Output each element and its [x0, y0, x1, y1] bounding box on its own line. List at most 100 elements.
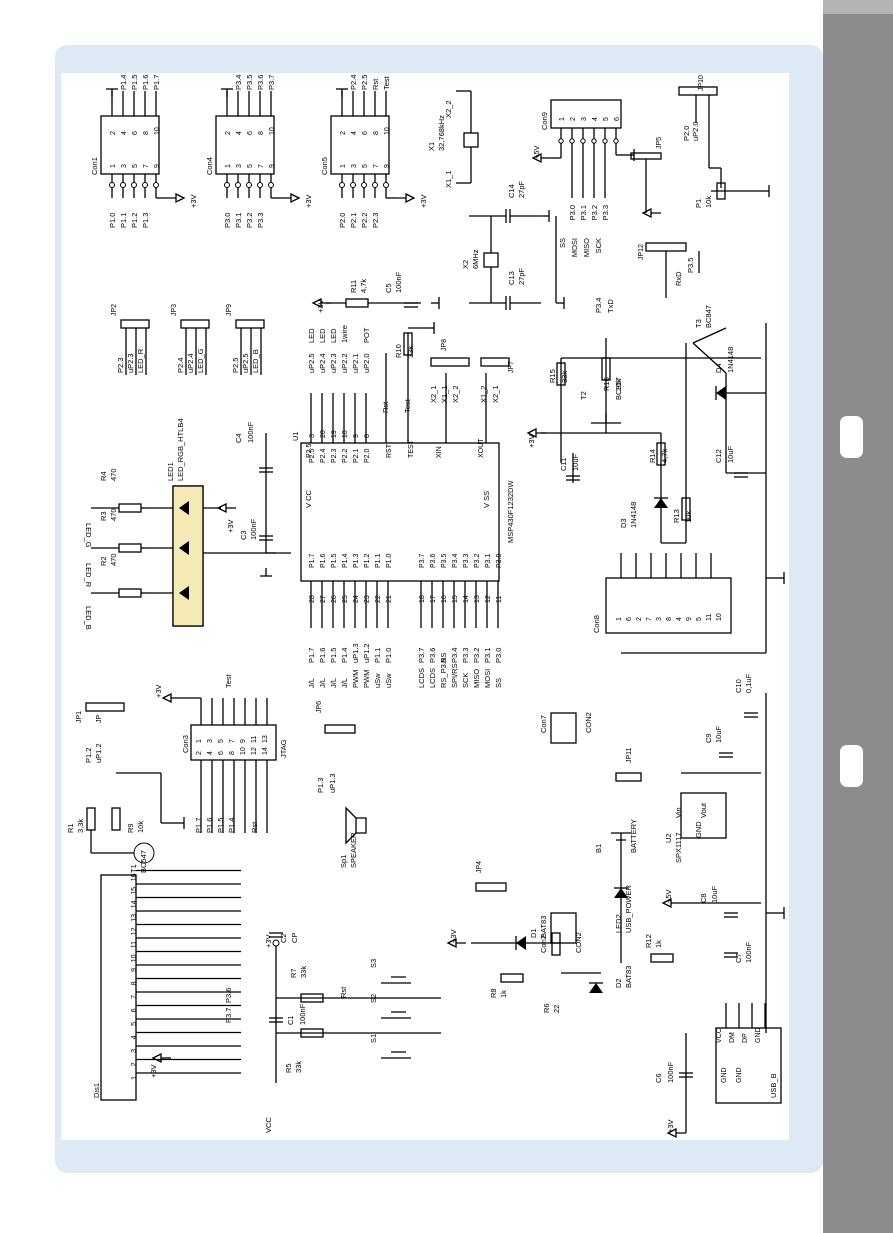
wire — [692, 327, 727, 344]
schematic-label: uP1.2 — [94, 743, 103, 763]
schematic-label: T3 — [694, 319, 703, 328]
schematic-label: 5 — [362, 164, 369, 168]
schematic-label: 9 — [384, 164, 391, 168]
schematic-label: P1.6 — [318, 648, 327, 663]
sidebar-tab-lower[interactable] — [840, 745, 863, 787]
header-pin — [339, 182, 345, 188]
schematic-label: 7 — [258, 164, 265, 168]
schematic-label: P3.0 — [494, 648, 503, 663]
schematic-label: P2.5 — [309, 448, 316, 463]
schematic-label: 27 — [320, 595, 327, 603]
schematic-label: C2 — [279, 933, 288, 943]
schematic-label: JP5 — [656, 137, 663, 149]
schematic-label: P1.1 — [119, 213, 128, 228]
schematic-label: 6 — [218, 751, 225, 755]
schematic-label: LED_R — [136, 348, 145, 373]
schematic-label: P1.7 — [194, 818, 203, 833]
schematic-label: Test — [382, 75, 391, 90]
schematic-label: P2.4 — [320, 448, 327, 463]
crystal-x1 — [463, 132, 479, 148]
schematic-label: 3 — [351, 164, 358, 168]
resistor-r16 — [601, 357, 611, 381]
schematic-label: P2.3 — [116, 358, 125, 373]
sidebar-top-band — [823, 0, 893, 14]
schematic-label: P1.7 — [307, 648, 316, 663]
schematic-label: 25 — [342, 595, 349, 603]
schematic-label: DP — [742, 1033, 749, 1043]
jumper-jp4 — [475, 882, 507, 892]
schematic-label: X1_1 — [440, 385, 449, 403]
schematic-label: VCC — [264, 1117, 273, 1133]
led2-icon — [614, 888, 628, 898]
schematic-label: P3.1 — [234, 213, 243, 228]
schematic-label: 10k — [704, 196, 713, 208]
schematic-label: P1.4 — [227, 818, 236, 833]
schematic-label: 9 — [154, 164, 161, 168]
schematic-label: uP1.3 — [351, 643, 360, 663]
schematic-label: 6 — [362, 131, 369, 135]
supply-arrow-icon — [166, 192, 186, 204]
connector-con2 — [550, 912, 577, 944]
schematic-label: U1 — [291, 431, 300, 441]
resistor-r10 — [403, 332, 413, 356]
supply-arrow-icon — [531, 152, 551, 164]
schematic-label: 7 — [229, 739, 236, 743]
schematic-label: LED_G — [196, 348, 205, 373]
schematic-label: P1 — [694, 199, 703, 208]
schematic-label: P1.7 — [152, 75, 161, 90]
led-red-icon — [179, 541, 189, 555]
schematic-label: 5 — [247, 164, 254, 168]
schematic-label: uP2.4 — [318, 353, 327, 373]
resistor-r8 — [500, 973, 524, 983]
schematic-label: 12 — [131, 927, 138, 935]
schematic-label: 33k — [299, 966, 308, 978]
schematic-label: JP4 — [476, 861, 483, 873]
schematic-label: 27pF — [517, 180, 526, 198]
schematic-label: uP1.2 — [362, 643, 371, 663]
schematic-label: 1k — [654, 940, 663, 948]
schematic-label: P1.4 — [119, 75, 128, 90]
resistor-r7 — [300, 993, 324, 1003]
schematic-label: 27pF — [517, 267, 526, 285]
schematic-label: P2.1 — [349, 213, 358, 228]
jumper-jp2 — [120, 319, 150, 329]
schematic-label: Vin — [674, 807, 683, 818]
schematic-label: 18 — [419, 595, 426, 603]
schematic-label: 10uF — [714, 725, 723, 743]
regulator-u2 — [680, 792, 727, 839]
schematic-label: uP2.2 — [340, 353, 349, 373]
schematic-label: P3.6 — [430, 553, 437, 568]
header-pin — [131, 182, 137, 188]
schematic-label: JP9 — [226, 304, 233, 316]
schematic-label: P1.6 — [320, 553, 327, 568]
schematic-label: P3.0 — [223, 213, 232, 228]
schematic-label: Sp1 — [339, 855, 348, 868]
schematic-label: 10 — [269, 127, 276, 135]
jumper-jp8 — [430, 357, 470, 367]
schematic-label: +3V — [304, 194, 313, 208]
schematic-label: 12 — [251, 747, 258, 755]
schematic-label: P3.1 — [485, 553, 492, 568]
schematic-label: B1 — [594, 844, 603, 853]
schematic-label: C5 — [384, 283, 393, 293]
schematic-label: 19 — [331, 430, 338, 438]
schematic-label: 3,3k — [76, 819, 85, 833]
schematic-label: 24 — [353, 595, 360, 603]
schematic-label: P1.0 — [386, 553, 393, 568]
schematic-label: 470 — [109, 468, 118, 481]
sidebar-tab-upper[interactable] — [840, 416, 863, 458]
schematic-label: D1 — [529, 928, 538, 938]
schematic-label: T2 — [579, 391, 588, 400]
schematic-label: R11 — [349, 280, 358, 293]
schematic-label: 8 — [258, 131, 265, 135]
supply-arrow-icon — [526, 427, 546, 439]
schematic-label: 8 — [143, 131, 150, 135]
schematic-label: 1 — [196, 739, 203, 743]
schematic-label: 100nF — [298, 1003, 307, 1025]
schematic-label: SCK — [594, 238, 603, 253]
schematic-label: R13 — [672, 509, 681, 523]
schematic-label: 2 — [110, 131, 117, 135]
schematic-label: GND — [694, 821, 703, 838]
led-green-icon — [179, 501, 189, 515]
schematic-label: S3 — [369, 959, 378, 968]
